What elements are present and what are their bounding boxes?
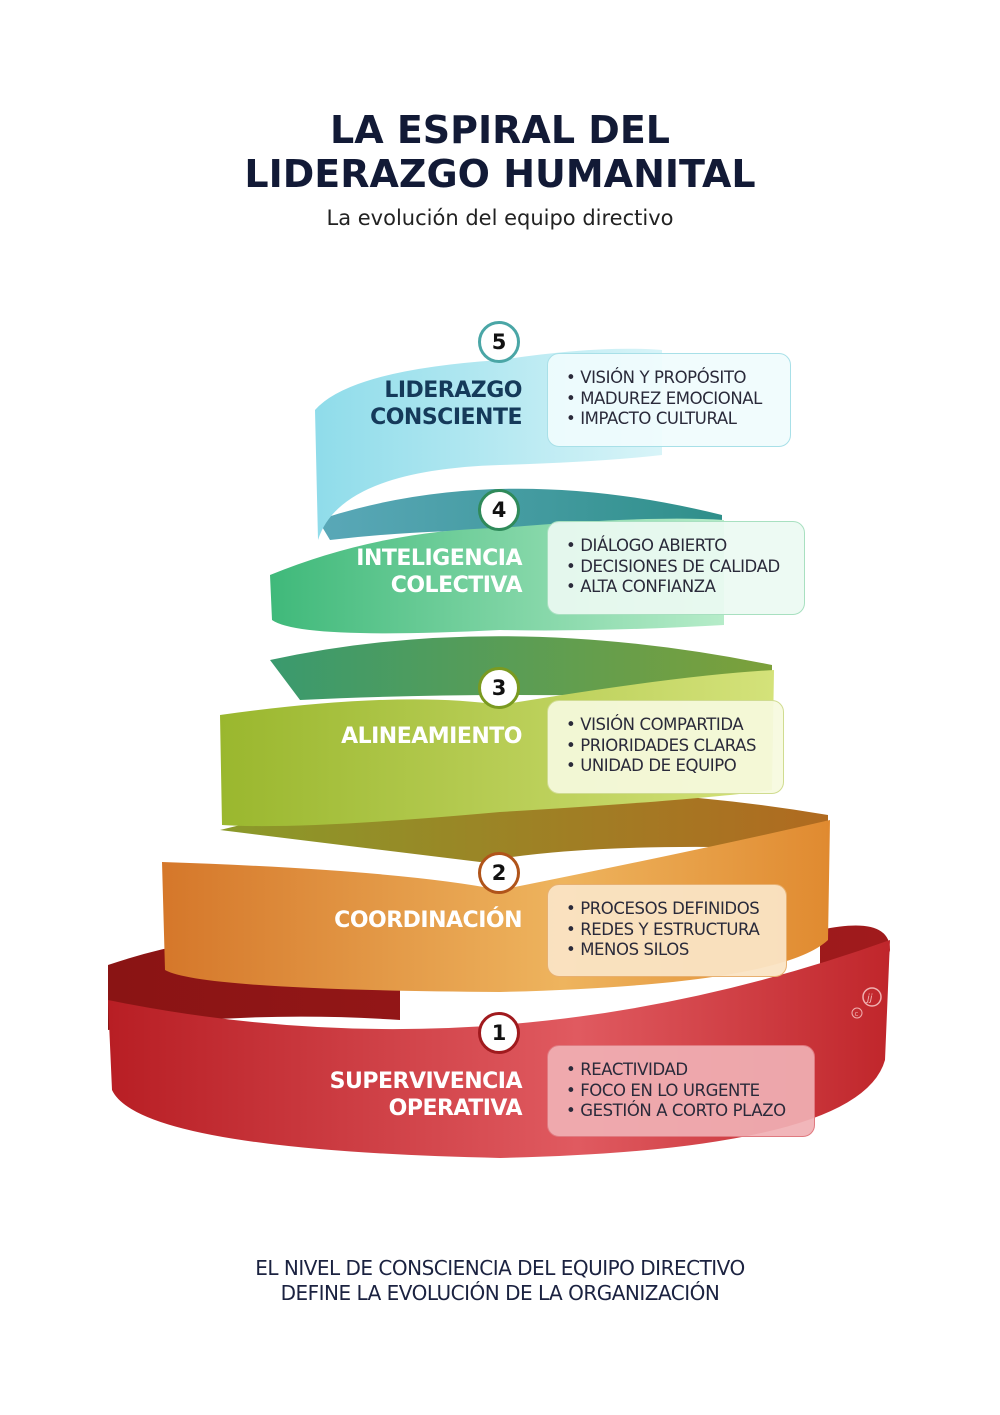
title-line-2: LIDERAZGO HUMANITAL [244,152,756,196]
level-2-name: COORDINACIÓN [334,908,522,933]
level-1-name-line2: OPERATIVA [388,1096,523,1121]
level-4-name: INTELIGENCIA COLECTIVA [356,545,522,599]
level-3-name: ALINEAMIENTO [341,724,522,749]
level-5-name-line1: LIDERAZGO [384,378,522,403]
trait-item: UNIDAD DE EQUIPO [566,756,767,777]
level-3-badge: 3 [478,667,520,709]
level-1-name: SUPERVIVENCIA OPERATIVA [329,1068,523,1122]
level-5-name: LIDERAZGO CONSCIENTE [370,377,522,431]
level-4-traits: DIÁLOGO ABIERTO DECISIONES DE CALIDAD AL… [547,521,805,615]
title-line-1: LA ESPIRAL DEL [330,108,670,152]
footer-statement: EL NIVEL DE CONSCIENCIA DEL EQUIPO DIREC… [0,1256,1000,1306]
level-5-name-line2: CONSCIENTE [370,405,522,430]
level-1-name-line1: SUPERVIVENCIA [329,1069,523,1094]
trait-item: VISIÓN Y PROPÓSITO [566,368,774,389]
trait-item: FOCO EN LO URGENTE [566,1081,798,1102]
level-4-name-line2: COLECTIVA [390,573,523,598]
trait-item: MENOS SILOS [566,940,770,961]
trait-item: REACTIVIDAD [566,1060,798,1081]
svg-text:c: c [855,1010,859,1018]
trait-item: ALTA CONFIANZA [566,577,788,598]
level-4-name-line1: INTELIGENCIA [356,546,522,571]
footer-line-2: DEFINE LA EVOLUCIÓN DE LA ORGANIZACIÓN [280,1281,720,1305]
trait-item: REDES Y ESTRUCTURA [566,920,770,941]
trait-item: DECISIONES DE CALIDAD [566,557,788,578]
trait-item: MADUREZ EMOCIONAL [566,389,774,410]
trait-item: GESTIÓN A CORTO PLAZO [566,1101,798,1122]
svg-text:jj: jj [865,993,873,1004]
trait-item: DIÁLOGO ABIERTO [566,536,788,557]
footer-line-1: EL NIVEL DE CONSCIENCIA DEL EQUIPO DIREC… [255,1256,745,1280]
trait-item: PRIORIDADES CLARAS [566,736,767,757]
level-2-badge: 2 [478,852,520,894]
logo-icon: jj c [851,987,882,1019]
trait-item: IMPACTO CULTURAL [566,409,774,430]
level-1-badge: 1 [478,1012,520,1054]
level-5-traits: VISIÓN Y PROPÓSITO MADUREZ EMOCIONAL IMP… [547,353,791,447]
trait-item: PROCESOS DEFINIDOS [566,899,770,920]
page-subtitle: La evolución del equipo directivo [326,206,674,230]
level-3-traits: VISIÓN COMPARTIDA PRIORIDADES CLARAS UNI… [547,700,784,794]
level-1-traits: REACTIVIDAD FOCO EN LO URGENTE GESTIÓN A… [547,1045,815,1137]
level-4-badge: 4 [478,489,520,531]
author-logo: jj c [850,985,890,1027]
level-2-traits: PROCESOS DEFINIDOS REDES Y ESTRUCTURA ME… [547,884,787,977]
level-5-badge: 5 [478,321,520,363]
trait-item: VISIÓN COMPARTIDA [566,715,767,736]
page-title: LA ESPIRAL DEL LIDERAZGO HUMANITAL [0,108,1000,196]
